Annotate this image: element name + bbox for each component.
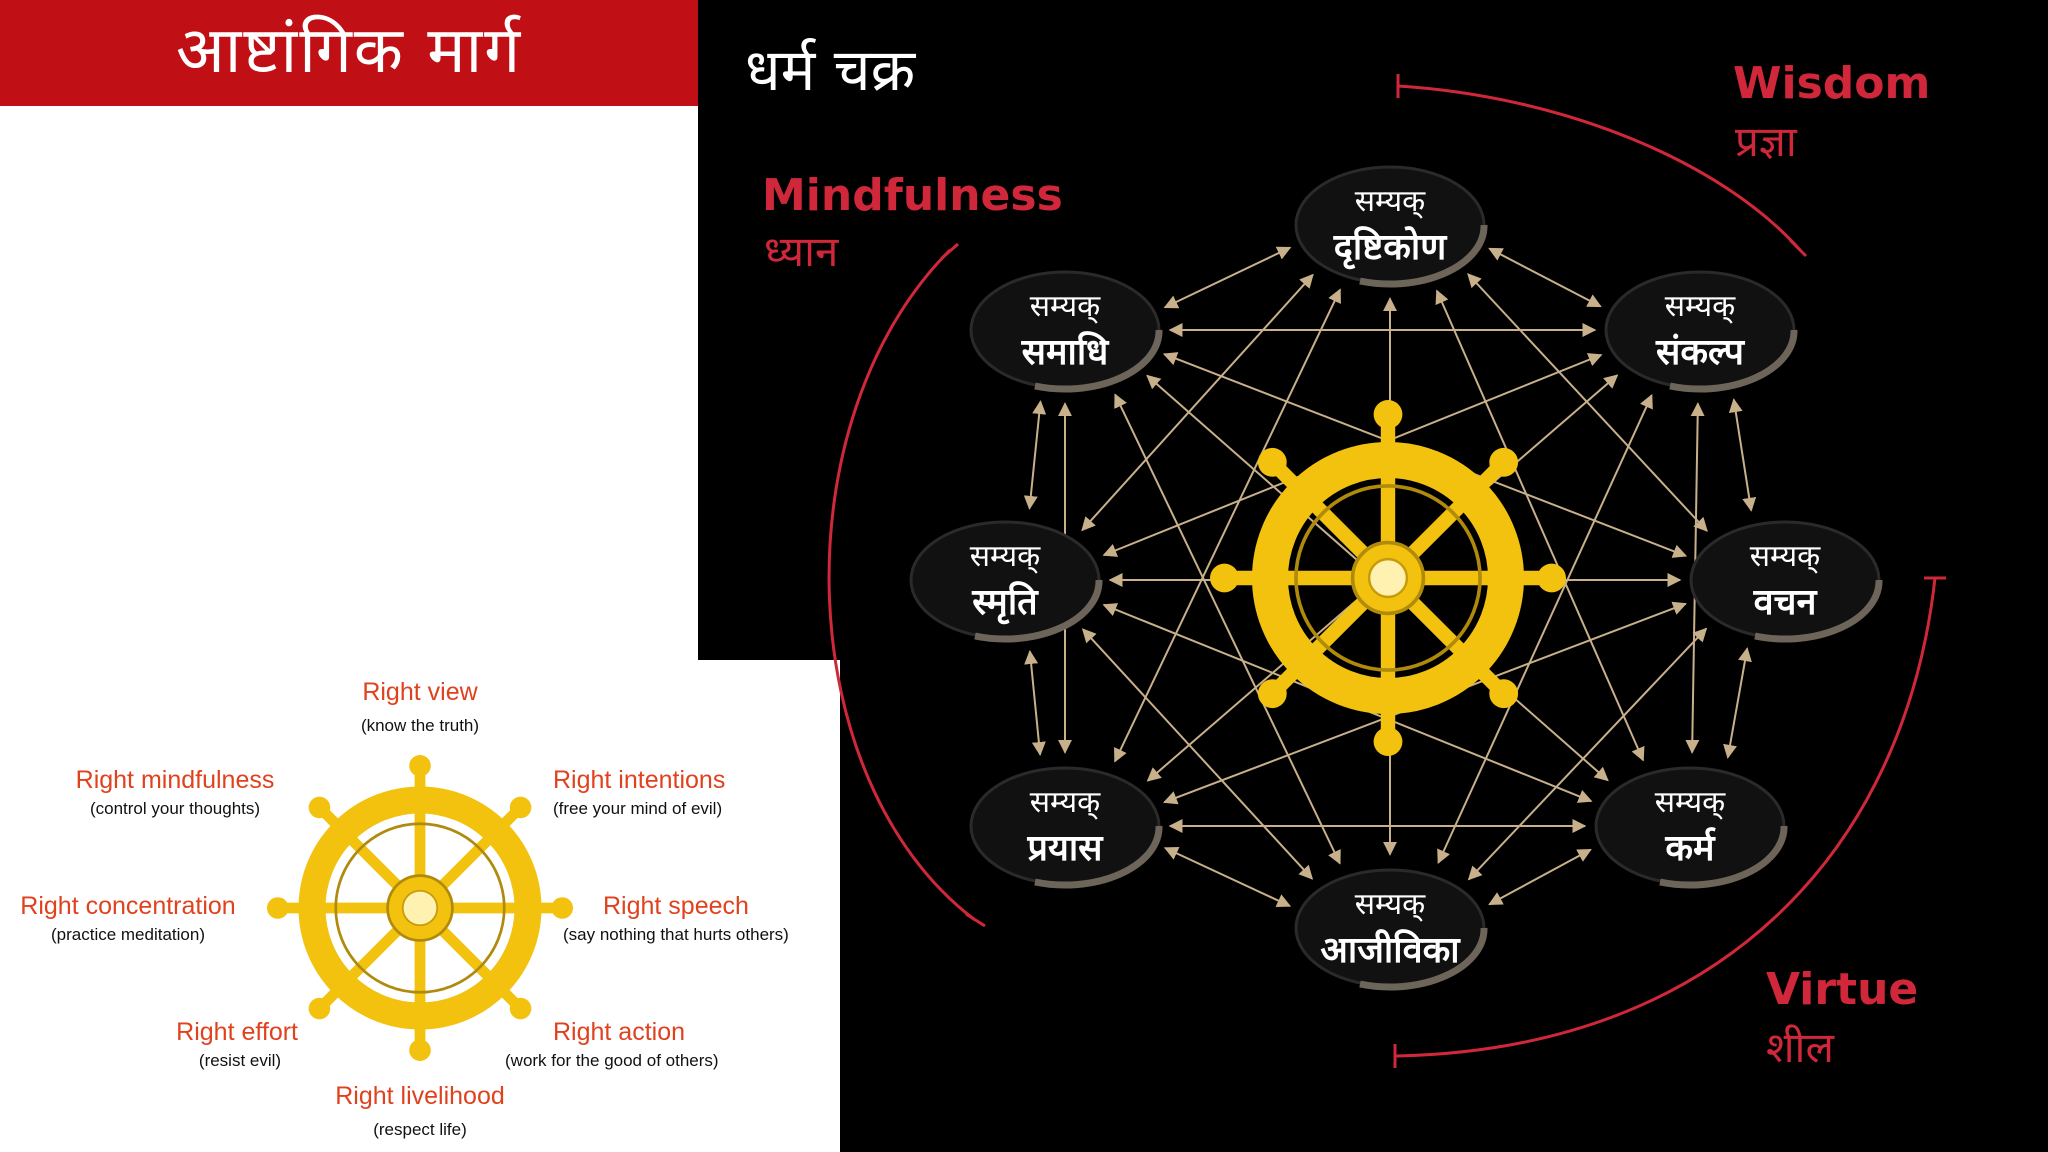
- english-path-note: (know the truth): [360, 716, 480, 735]
- connection-arrow: [1728, 398, 1757, 512]
- english-path-note: (respect life): [373, 1120, 467, 1139]
- wisdom-label-hi: प्रज्ञा: [1735, 117, 1798, 166]
- path-node: सम्यक् स्मृति: [909, 520, 1103, 643]
- english-path-label: Right action: [553, 1018, 686, 1046]
- path-node: सम्यक् संकल्प: [1604, 270, 1798, 393]
- connection-arrow: [1488, 247, 1602, 308]
- english-path-label: Right effort: [176, 1018, 298, 1046]
- node-prefix: सम्यक्: [1655, 785, 1726, 820]
- node-prefix: सम्यक्: [1355, 184, 1426, 219]
- node-prefix: सम्यक्: [1665, 289, 1736, 324]
- path-node: सम्यक् वचन: [1689, 520, 1883, 643]
- virtue-label: Virtue शील: [1766, 964, 1918, 1072]
- node-prefix: सम्यक्: [1750, 539, 1821, 574]
- node-title: स्मृति: [971, 581, 1039, 625]
- path-node: सम्यक् प्रयास: [969, 766, 1163, 889]
- node-title: वचन: [1753, 582, 1819, 623]
- english-path-label: Right intentions: [553, 766, 726, 794]
- english-path-right-intentions: Right intentions (free your mind of evil…: [553, 766, 725, 819]
- node-title: समाधि: [1021, 331, 1111, 373]
- node-prefix: सम्यक्: [1030, 785, 1101, 820]
- english-path-note: (practice meditation): [50, 925, 205, 944]
- english-path-note: (free your mind of evil): [553, 799, 723, 818]
- english-path-note: (work for the good of others): [505, 1051, 719, 1070]
- wisdom-label: Wisdom प्रज्ञा: [1733, 58, 1930, 166]
- node-prefix: सम्यक्: [1355, 887, 1426, 922]
- virtue-arc: [1393, 576, 1946, 1068]
- connection-arrow: [1163, 846, 1292, 908]
- virtue-label-hi: शील: [1766, 1023, 1835, 1072]
- mindfulness-arc: [827, 242, 986, 928]
- panel-cutout: [698, 660, 840, 1152]
- node-prefix: सम्यक्: [1030, 289, 1101, 324]
- page-title: आष्टांगिक मार्ग: [175, 14, 523, 88]
- connection-arrow: [1163, 246, 1292, 309]
- path-node: सम्यक् आजीविका: [1294, 868, 1488, 991]
- english-path-right-concentration: Right concentration (practice meditation…: [8, 892, 248, 945]
- english-path-right-action: Right action (work for the good of other…: [505, 1018, 719, 1071]
- english-path-label: Right view: [362, 678, 478, 706]
- virtue-label-en: Virtue: [1766, 964, 1918, 1015]
- mindfulness-label: Mindfulness ध्यान: [762, 170, 1063, 276]
- node-title: दृष्टिकोण: [1333, 226, 1448, 270]
- english-path-note: (resist evil): [198, 1051, 282, 1070]
- english-path-label: Right mindfulness: [75, 766, 275, 794]
- connection-arrow: [1024, 650, 1046, 756]
- english-path-label: Right concentration: [20, 892, 236, 920]
- small-dharma-wheel-icon: [267, 755, 573, 1061]
- node-prefix: सम्यक्: [970, 539, 1041, 574]
- node-title: प्रयास: [1026, 828, 1104, 869]
- english-path-label: Right speech: [603, 892, 749, 920]
- english-path-right-mindfulness: Right mindfulness (control your thoughts…: [62, 766, 288, 819]
- connection-arrow: [1723, 647, 1752, 759]
- dharma-wheel-icon: [1210, 400, 1566, 756]
- english-path-right-speech: Right speech (say nothing that hurts oth…: [563, 892, 789, 945]
- dharma-chakra-title: धर्म चक्र: [745, 36, 917, 104]
- connection-arrow: [1435, 289, 1645, 762]
- english-path-note: (say nothing that hurts others): [563, 925, 789, 944]
- node-title: कर्म: [1664, 827, 1716, 869]
- path-node: सम्यक् कर्म: [1594, 766, 1788, 889]
- path-nodes: सम्यक्दृष्टिकोणसम्यक्संकल्पसम्यक्वचनसम्य…: [909, 165, 1883, 991]
- wisdom-label-en: Wisdom: [1733, 58, 1930, 109]
- connection-arrow: [1488, 848, 1592, 906]
- mindfulness-label-hi: ध्यान: [764, 227, 839, 276]
- mindfulness-label-en: Mindfulness: [762, 170, 1063, 221]
- wisdom-arc: [1396, 74, 1808, 258]
- connection-arrow: [1023, 400, 1047, 510]
- path-node: सम्यक् दृष्टिकोण: [1294, 165, 1488, 288]
- connection-arrow: [1114, 393, 1341, 865]
- node-title: आजीविका: [1320, 929, 1461, 971]
- title-banner: आष्टांगिक मार्ग: [0, 0, 698, 106]
- english-path-note: (control your thoughts): [89, 799, 261, 818]
- path-node: सम्यक् समाधि: [969, 270, 1163, 393]
- english-path-right-effort: Right effort (resist evil): [158, 1018, 298, 1071]
- node-title: संकल्प: [1655, 332, 1745, 373]
- english-path-label: Right livelihood: [335, 1082, 505, 1110]
